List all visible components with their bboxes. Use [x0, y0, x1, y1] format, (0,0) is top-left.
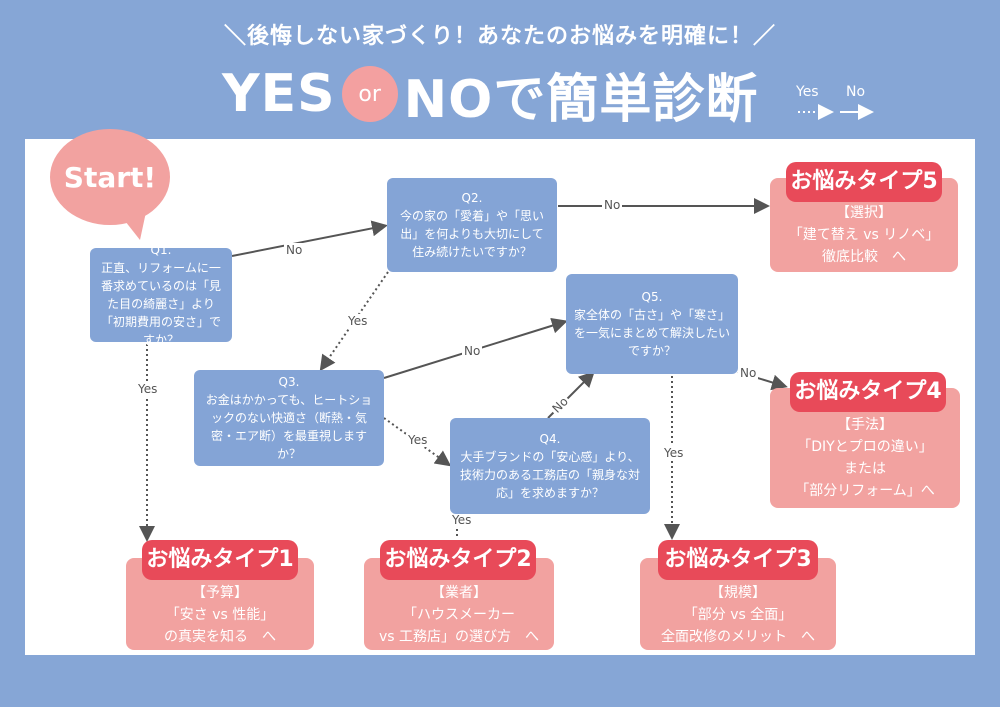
- edge-label-q1-no: No: [284, 243, 305, 257]
- type-2-line2: 「ハウスメーカー: [403, 607, 515, 623]
- type-3-line1: 【規模】: [710, 585, 766, 601]
- edge-label-q5-yes: Yes: [662, 446, 686, 460]
- title-or-circle: or: [341, 66, 398, 122]
- type-2-label: お悩みタイプ2: [380, 540, 536, 580]
- type-4-label: お悩みタイプ4: [790, 372, 946, 412]
- question-q2-text: 今の家の「愛着」や「思い出」を何よりも大切にして住み続けたいですか？: [399, 209, 544, 259]
- question-q1-text: 正直、リフォームに一番求めているのは「見た目の綺麗さ」より「初期費用の安さ」です…: [100, 261, 221, 347]
- edge-label-q4-yes: Yes: [450, 513, 474, 527]
- type-5-line2: 「建て替え vs リノベ」: [788, 227, 940, 243]
- type-4-line4: 「部分リフォーム」へ: [795, 483, 935, 499]
- type-4-line2: 「DIYとプロの違い」: [797, 439, 933, 455]
- question-q3: Q3. お金はかかっても、ヒートショックのない快適さ（断熱・気密・エア断）を最重…: [194, 370, 384, 466]
- type-5-line1: 【選択】: [836, 205, 892, 221]
- question-q2-id: Q2.: [461, 191, 483, 205]
- type-3-line3: 全面改修のメリット へ: [661, 629, 815, 645]
- edge-label-q2-no: No: [602, 198, 623, 212]
- question-q2: Q2. 今の家の「愛着」や「思い出」を何よりも大切にして住み続けたいですか？: [387, 178, 557, 272]
- type-1-line1: 【予算】: [192, 585, 248, 601]
- question-q3-id: Q3.: [278, 375, 300, 389]
- question-q4: Q4. 大手ブランドの「安心感」より、技術力のある工務店の「親身な対応」を求めま…: [450, 418, 650, 514]
- legend-no-label: No: [846, 84, 866, 100]
- edge-label-q5-no: No: [738, 366, 759, 380]
- legend-yes-label: Yes: [796, 84, 819, 100]
- type-1-line2: 「安さ vs 性能」: [165, 607, 275, 623]
- type-2-line1: 【業者】: [431, 585, 487, 601]
- type-3-line2: 「部分 vs 全面」: [683, 607, 793, 623]
- question-q1-id: Q1.: [150, 243, 172, 257]
- type-5-label: お悩みタイプ5: [786, 162, 942, 202]
- edge-label-q3-no: No: [462, 344, 483, 358]
- edge-label-q1-yes: Yes: [136, 382, 160, 396]
- edge-label-q3-yes: Yes: [406, 433, 430, 447]
- edge-q3-yes: [383, 417, 452, 467]
- type-1-line3: の真実を知る へ: [164, 629, 276, 645]
- question-q5-id: Q5.: [641, 290, 663, 304]
- title-yes: YES: [222, 64, 336, 124]
- start-bubble-tail: [118, 212, 146, 240]
- title: YES or NOで簡単診断: [222, 62, 758, 130]
- question-q4-id: Q4.: [539, 432, 561, 446]
- edge-q1-no: [231, 220, 388, 257]
- question-q4-text: 大手ブランドの「安心感」より、技術力のある工務店の「親身な対応」を求めますか？: [459, 450, 640, 500]
- type-2-line3: vs 工務店」の選び方 へ: [378, 629, 540, 645]
- question-q5: Q5. 家全体の「古さ」や「寒さ」を一気にまとめて解決したいですか？: [566, 274, 738, 374]
- type-3-label: お悩みタイプ3: [658, 540, 818, 580]
- edge-label-q2-yes: Yes: [346, 314, 370, 328]
- type-5-line3: 徹底比較 へ: [822, 249, 906, 265]
- type-1-label: お悩みタイプ1: [142, 540, 298, 580]
- start-bubble: Start!: [50, 129, 170, 225]
- title-rest: NOで簡単診断: [403, 69, 759, 130]
- question-q1: Q1. 正直、リフォームに一番求めているのは「見た目の綺麗さ」より「初期費用の安…: [90, 243, 232, 347]
- question-q3-text: お金はかかっても、ヒートショックのない快適さ（断熱・気密・エア断）を最重視します…: [205, 393, 373, 461]
- type-4-line3: または: [844, 461, 886, 477]
- type-4-line1: 【手法】: [837, 417, 893, 433]
- legend-arrows: [798, 104, 874, 120]
- subtitle: ＼後悔しない家づくり！あなたのお悩みを明確に！／: [223, 24, 776, 49]
- question-q5-text: 家全体の「古さ」や「寒さ」を一気にまとめて解決したいですか？: [574, 308, 731, 358]
